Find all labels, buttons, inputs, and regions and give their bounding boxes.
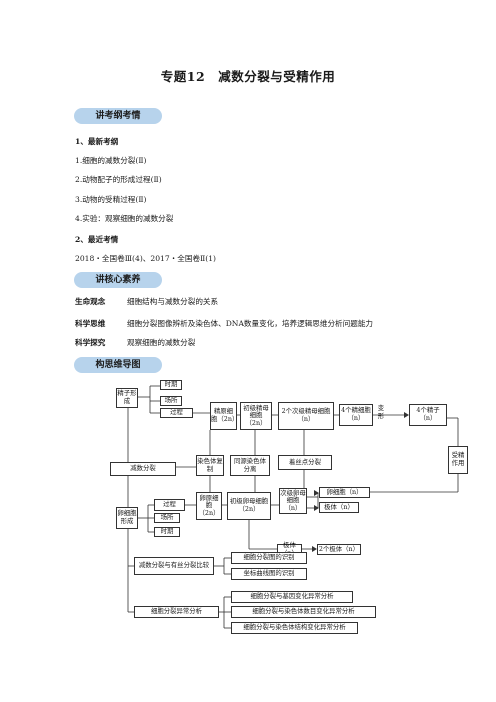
node-four-sperm: 4个精子（n）: [409, 404, 447, 426]
literacy-key: 生命观念: [75, 297, 106, 306]
exam-recent: 2018・全国卷Ⅲ(4)、2017・全国卷Ⅱ(1): [75, 254, 216, 263]
node-spermatogonium: 精原细胞（2n）: [210, 402, 238, 430]
literacy-value: 细胞结构与减数分裂的关系: [127, 297, 219, 306]
section-header-mindmap: 构思维导图: [74, 357, 162, 373]
literacy-key: 科学探究: [75, 338, 106, 347]
node-two-polar-bodies: 2个极体（n）: [317, 544, 361, 555]
node-homolog-separation: 同源染色体分离: [230, 455, 270, 476]
node-abnormal-number: 细胞分裂与染色体数目变化异常分析: [231, 606, 376, 618]
exam-heading-recent: 2、最近考情: [75, 235, 119, 244]
node-meiosis-mitosis-compare: 减数分裂与有丝分裂比较: [134, 557, 214, 575]
node-meiosis: 减数分裂: [110, 462, 176, 476]
node-chrom-replication: 染色体复制: [196, 455, 224, 476]
node-compare-curve: 坐标曲线图的识别: [231, 568, 307, 580]
node-division-abnormal: 细胞分裂异常分析: [134, 606, 219, 618]
node-secondary-oocyte: 次级卵母细胞（n）: [279, 488, 307, 514]
node-egg-place: 场所: [154, 513, 180, 523]
exam-item: 4.实验：观察细胞的减数分裂: [75, 214, 174, 223]
node-polar-body-b: 极体（n）: [319, 502, 359, 513]
literacy-value: 观察细胞的减数分裂: [127, 338, 196, 347]
node-abnormal-gene: 细胞分裂与基因变化异常分析: [231, 591, 353, 603]
exam-item: 1.细胞的减数分裂(Ⅱ): [75, 156, 147, 165]
node-oogonium: 卵原细胞（2n）: [196, 492, 222, 520]
node-compare-figure: 细胞分裂图的识别: [231, 552, 307, 564]
node-egg-time: 时期: [154, 527, 180, 537]
node-primary-oocyte: 初级卵母细胞（2n）: [227, 492, 271, 520]
node-sperm-formation: 精子形成: [116, 388, 138, 408]
node-sperm-time: 时期: [160, 380, 182, 390]
literacy-value: 细胞分裂图像辨析及染色体、DNA数量变化，培养逻辑思维分析问题能力: [127, 319, 374, 328]
node-sperm-place: 场所: [160, 396, 182, 406]
section-header-literacy: 讲核心素养: [74, 272, 162, 288]
literacy-key: 科学思维: [75, 319, 106, 328]
page-title: 专题12 减数分裂与受精作用: [160, 69, 336, 84]
node-primary-spermatocyte: 初级精母细胞（2n）: [240, 402, 272, 430]
node-abnormal-structure: 细胞分裂与染色体结构变化异常分析: [231, 622, 358, 634]
node-fertilization: 受精作用: [448, 446, 468, 474]
node-egg-formation: 卵细胞形成: [116, 507, 138, 529]
node-sperm-process: 过程: [160, 408, 193, 418]
exam-heading-outline: 1、最新考纲: [75, 137, 119, 146]
node-egg-process: 过程: [154, 499, 185, 511]
section-header-exam: 讲考纲考情: [74, 108, 162, 124]
exam-item: 3.动物的受精过程(Ⅱ): [75, 195, 147, 204]
node-four-spermatids: 4个精细胞（n）: [339, 404, 373, 426]
label-transform: 变形: [377, 404, 385, 420]
exam-item: 2.动物配子的形成过程(Ⅱ): [75, 175, 162, 184]
node-secondary-spermatocyte: 2个次级精母细胞（n）: [278, 402, 334, 430]
node-egg-cell: 卵细胞（n）: [319, 487, 370, 498]
node-centromere-division: 着丝点分裂: [278, 455, 332, 470]
